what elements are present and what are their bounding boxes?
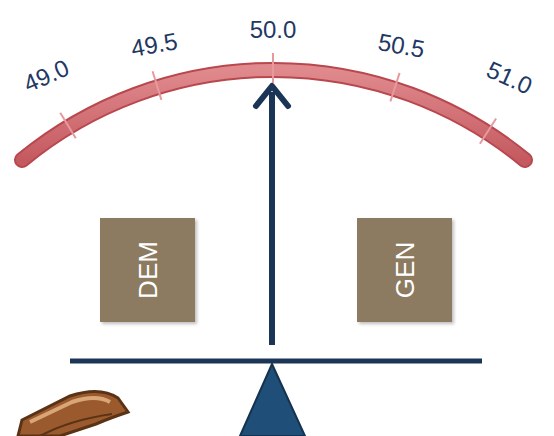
gavel-icon bbox=[18, 391, 128, 436]
weight-box: GEN bbox=[357, 218, 452, 322]
gauge-tick bbox=[153, 71, 162, 100]
gauge-tick bbox=[60, 113, 76, 139]
fulcrum bbox=[240, 364, 305, 436]
scale-number: 49.5 bbox=[129, 27, 180, 63]
gauge-ticks bbox=[60, 53, 496, 144]
balance-beam bbox=[70, 359, 482, 364]
pointer-arrow bbox=[269, 92, 275, 345]
scale-number: 50.5 bbox=[376, 28, 427, 64]
pointer-head bbox=[256, 86, 288, 106]
gauge-tick bbox=[272, 53, 274, 83]
scale-number: 50.0 bbox=[250, 16, 297, 44]
weight-box: DEM bbox=[100, 218, 195, 322]
gauge-tick bbox=[480, 119, 496, 144]
box-label: DEM bbox=[132, 241, 163, 299]
scale-number: 51.0 bbox=[482, 56, 536, 101]
scale-number: 49.0 bbox=[19, 54, 73, 99]
box-label: GEN bbox=[389, 242, 420, 298]
gauge-tick bbox=[390, 73, 399, 102]
